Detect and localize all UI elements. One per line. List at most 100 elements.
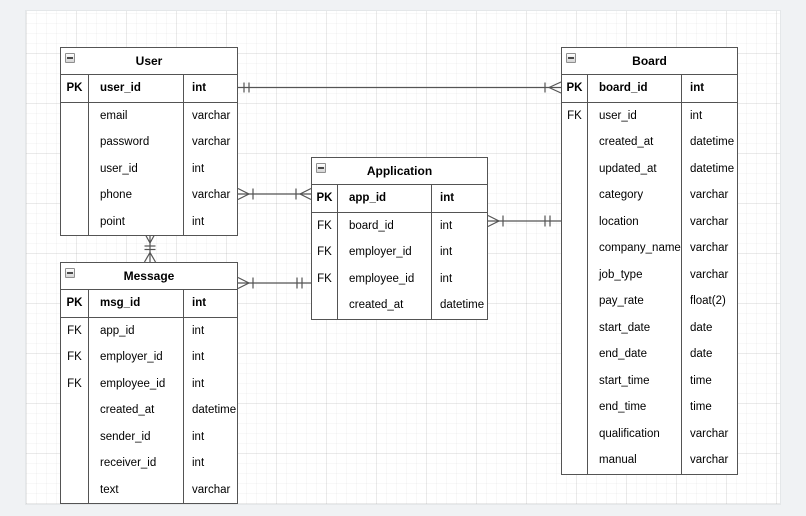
column-name: created_at: [588, 129, 682, 156]
column-type: int: [192, 215, 205, 228]
column-type: int: [440, 219, 453, 232]
table-row[interactable]: point int: [61, 208, 237, 235]
collapse-minus-icon[interactable]: [65, 268, 75, 278]
column-name: category: [588, 182, 682, 209]
row-key-label: [562, 182, 588, 209]
relationship-message-application[interactable]: [237, 276, 311, 290]
row-key-label: [312, 292, 338, 319]
column-name: board_id: [338, 212, 432, 239]
row-key-label: [562, 288, 588, 315]
column-name: job_type: [588, 261, 682, 288]
entity-title: Message: [123, 269, 175, 283]
column-type: varchar: [192, 483, 231, 496]
column-name: created_at: [338, 292, 432, 319]
table-row[interactable]: text varchar: [61, 476, 237, 503]
row-key-label: [562, 155, 588, 182]
entity-header[interactable]: Application: [312, 158, 487, 185]
collapse-minus-icon[interactable]: [566, 53, 576, 63]
column-name: email: [89, 102, 184, 129]
row-key-label: FK: [312, 239, 338, 266]
column-name: location: [588, 208, 682, 235]
row-key-label: [562, 235, 588, 262]
row-key-label: [562, 314, 588, 341]
column-type: date: [690, 348, 713, 361]
entity-header[interactable]: User: [61, 48, 237, 75]
row-key-label: [61, 155, 89, 182]
entity-header[interactable]: Message: [61, 263, 237, 290]
table-row[interactable]: email varchar: [61, 102, 237, 129]
entity-header[interactable]: Board: [562, 48, 737, 75]
column-type: int: [192, 430, 205, 443]
row-key-label: [562, 420, 588, 447]
column-name: pay_rate: [588, 288, 682, 315]
row-key-label: [562, 208, 588, 235]
column-type: int: [440, 272, 453, 285]
row-key-label: [61, 397, 89, 424]
column-type: varchar: [192, 189, 231, 202]
relationship-user-message[interactable]: [143, 232, 157, 263]
column-name: qualification: [588, 420, 682, 447]
column-type: date: [690, 321, 713, 334]
column-name: point: [89, 208, 184, 235]
column-name: password: [89, 129, 184, 156]
row-key-label: [61, 450, 89, 477]
relationship-user-application[interactable]: [237, 187, 312, 201]
column-name: sender_id: [89, 423, 184, 450]
column-name: employer_id: [89, 344, 184, 371]
column-name: text: [89, 476, 184, 503]
row-key-label: [61, 102, 89, 129]
column-type: datetime: [192, 404, 237, 417]
table-row[interactable]: created_at datetime: [312, 292, 487, 319]
relationship-user-board[interactable]: [238, 81, 562, 94]
column-name: employer_id: [338, 239, 432, 266]
column-type: varchar: [192, 109, 231, 122]
row-key-label: [562, 129, 588, 156]
column-type: varchar: [690, 454, 729, 467]
collapse-minus-icon[interactable]: [65, 53, 75, 63]
row-key-label: FK: [562, 102, 588, 129]
collapse-minus-icon[interactable]: [316, 163, 326, 173]
row-key-label: PK: [562, 75, 588, 102]
row-key-label: PK: [61, 290, 89, 317]
row-key-label: [562, 341, 588, 368]
row-key-label: FK: [312, 265, 338, 292]
column-type: datetime: [440, 299, 485, 312]
relationship-application-board[interactable]: [487, 214, 561, 228]
table-row[interactable]: sender_id int: [61, 423, 237, 450]
entity-title: User: [135, 54, 163, 68]
